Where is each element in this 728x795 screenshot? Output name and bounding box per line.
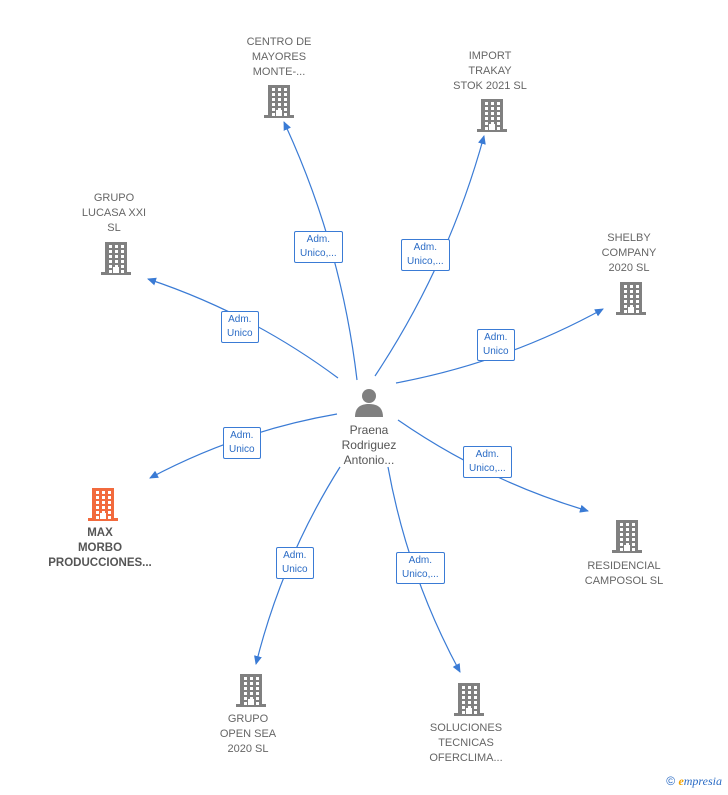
relation-label-max-morbo[interactable]: Adm.Unico (223, 427, 261, 459)
building-icon (612, 519, 642, 558)
relation-label-grupo-lucasa[interactable]: Adm.Unico (221, 311, 259, 343)
building-icon (454, 682, 484, 721)
center-person-label: Praena Rodriguez Antonio... (341, 423, 397, 467)
copyright-icon: © (666, 774, 676, 788)
relation-label-shelby[interactable]: Adm.Unico (477, 329, 515, 361)
building-icon (616, 281, 646, 320)
relation-label-import[interactable]: Adm.Unico,... (401, 239, 450, 271)
empresia-logo[interactable]: empresia (678, 774, 722, 788)
building-icon (477, 98, 507, 137)
relation-label-soluciones[interactable]: Adm.Unico,... (396, 552, 445, 584)
relation-label-centro[interactable]: Adm.Unico,... (294, 231, 343, 263)
person-icon (355, 389, 383, 417)
building-icon (264, 84, 294, 123)
building-icon (236, 673, 266, 712)
building-icon (101, 241, 131, 280)
relation-label-grupo-open-sea[interactable]: Adm.Unico (276, 547, 314, 579)
relation-label-residencial[interactable]: Adm.Unico,... (463, 446, 512, 478)
brand-footer: © empresia (666, 774, 722, 789)
building-icon (88, 487, 118, 526)
